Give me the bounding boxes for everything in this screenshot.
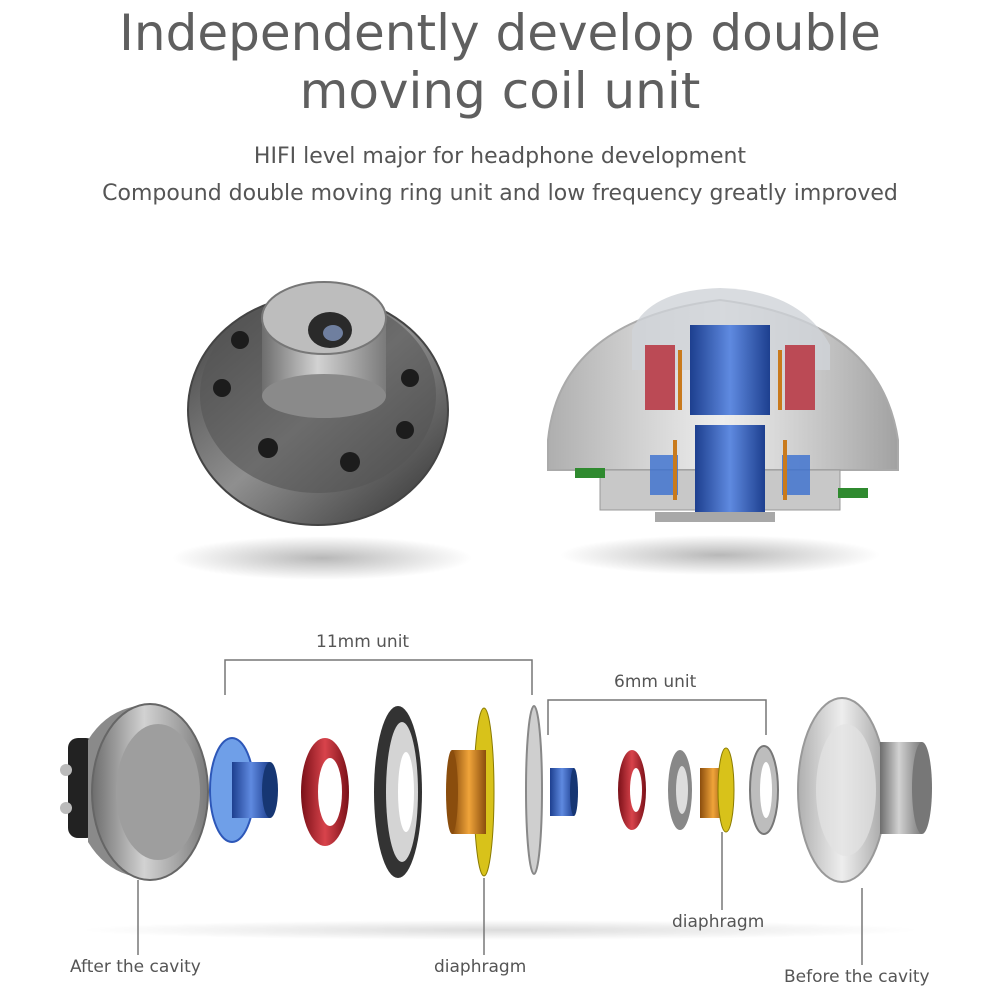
label-6mm-unit: 6mm unit (614, 672, 697, 692)
magnet-large (301, 738, 349, 846)
spacer-ring (749, 745, 779, 835)
label-11mm-unit: 11mm unit (316, 632, 410, 652)
rear-cavity-part (60, 703, 209, 881)
washer-large (374, 706, 422, 878)
title-line-1: Independently develop double (119, 4, 881, 62)
bracket-6mm (547, 699, 767, 735)
subtitle-line-2: Compound double moving ring unit and low… (102, 181, 898, 206)
title-line-2: moving coil unit (299, 62, 701, 120)
label-before-the-cavity: Before the cavity (784, 967, 930, 987)
cross-section-illustration (547, 288, 899, 575)
frame-ring (525, 705, 543, 875)
assembled-unit-illustration (172, 281, 472, 580)
bracket-11mm (224, 659, 533, 695)
pole-piece-small (550, 768, 578, 816)
page-title: Independently develop double moving coil… (0, 4, 1000, 120)
front-cavity-part (797, 697, 932, 883)
subtitle-line-1: HIFI level major for headphone developme… (253, 144, 747, 169)
exploded-view (60, 659, 932, 965)
label-diaphragm-large: diaphragm (434, 957, 527, 977)
magnet-small (618, 750, 646, 830)
label-after-the-cavity: After the cavity (70, 957, 201, 977)
washer-small (668, 750, 692, 830)
diaphragm-large-part (446, 707, 495, 877)
pole-piece-large (209, 737, 278, 843)
label-diaphragm-small: diaphragm (672, 912, 765, 932)
diaphragm-small-part (700, 747, 735, 833)
